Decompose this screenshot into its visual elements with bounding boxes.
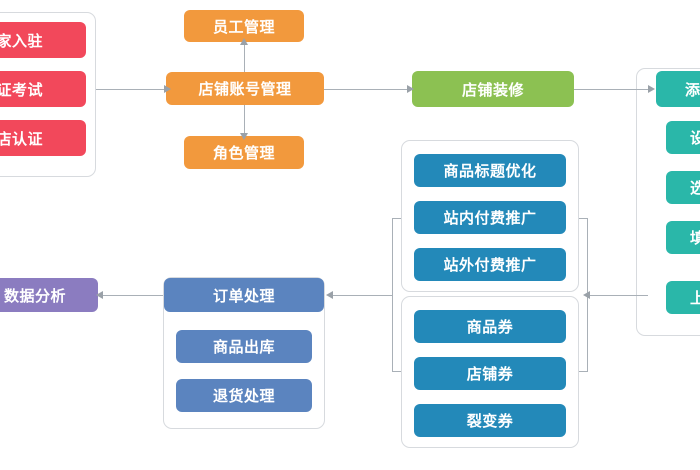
node-store-coupon[interactable]: 店铺券 (414, 357, 566, 390)
node-return-processing[interactable]: 退货处理 (176, 379, 312, 412)
node-title-optimization[interactable]: 商品标题优化 (414, 154, 566, 187)
connector-promotion-bracket-right-bottom (579, 371, 588, 373)
onboarding-group-container (0, 12, 96, 177)
connector-decoration-to-product (574, 89, 652, 91)
node-fission-coupon[interactable]: 裂变券 (414, 404, 566, 437)
node-offsite-paid-promotion[interactable]: 站外付费推广 (414, 248, 566, 281)
connector-promotion-bracket-left-top (392, 218, 401, 220)
node-product-coupon[interactable]: 商品券 (414, 310, 566, 343)
node-staff-management[interactable]: 员工管理 (184, 10, 304, 42)
order-group-container (163, 277, 325, 429)
node-store-decoration[interactable]: 店铺装修 (412, 71, 574, 107)
connector-account-to-staff (244, 42, 246, 75)
arrow-onboarding-to-account (164, 85, 171, 93)
arrow-order-to-analysis (96, 291, 103, 299)
connector-promotion-to-order (331, 295, 393, 297)
node-order-processing[interactable]: 订单处理 (164, 278, 324, 312)
node-add-product[interactable]: 添加商品 (656, 71, 700, 107)
arrow-promotion-to-order (326, 291, 333, 299)
node-fill-info[interactable]: 填写信息 (666, 221, 700, 254)
node-role-management[interactable]: 角色管理 (184, 136, 304, 169)
connector-promotion-bracket-left-bottom (392, 371, 401, 373)
connector-product-to-promotion (588, 295, 648, 297)
product-group-container (636, 68, 700, 336)
node-store-certification[interactable]: 开店认证 (0, 120, 86, 156)
promotion-group-container (401, 140, 579, 292)
node-select-brand[interactable]: 选择品牌 (666, 171, 700, 204)
node-product-outbound[interactable]: 商品出库 (176, 330, 312, 363)
node-merchant-entry[interactable]: 商家入驻 (0, 22, 86, 58)
node-store-account-management[interactable]: 店铺账号管理 (166, 72, 324, 105)
node-upload-image[interactable]: 上传图片 (666, 281, 700, 314)
connector-account-to-decoration (324, 89, 409, 91)
node-set-category[interactable]: 设置类目 (666, 121, 700, 154)
node-onsite-paid-promotion[interactable]: 站内付费推广 (414, 201, 566, 234)
node-data-analysis[interactable]: 数据分析 (0, 278, 98, 312)
connector-onboarding-to-account (96, 89, 166, 91)
arrow-account-to-role (240, 133, 248, 140)
node-certification-exam[interactable]: 认证考试 (0, 71, 86, 107)
coupon-group-container (401, 296, 579, 448)
arrow-account-to-decoration (407, 85, 414, 93)
connector-account-to-role (244, 104, 246, 136)
arrow-decoration-to-product (648, 85, 655, 93)
arrow-product-to-promotion (583, 291, 590, 299)
connector-order-to-analysis (101, 295, 163, 297)
arrow-account-to-staff (240, 38, 248, 45)
connector-promotion-bracket-right-top (579, 218, 588, 220)
